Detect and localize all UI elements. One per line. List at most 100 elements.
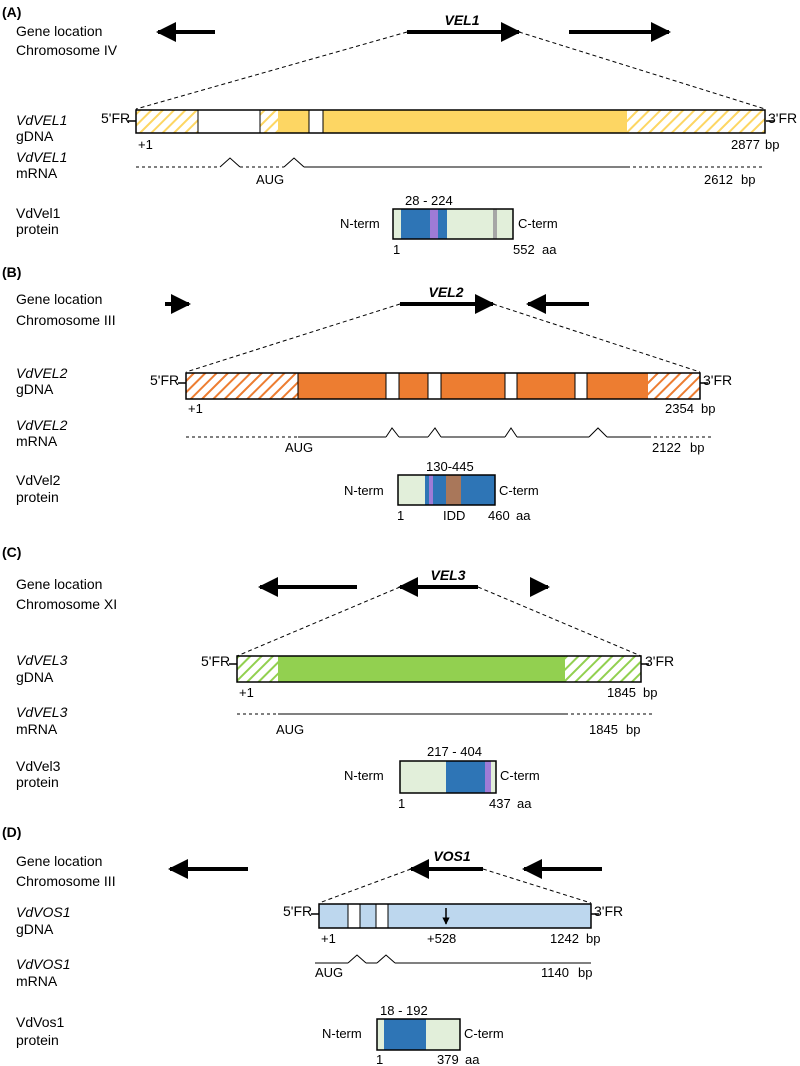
protein-length-label: 552 — [513, 242, 535, 257]
protein-label: protein — [16, 774, 59, 790]
protein-name: VdVos1 — [16, 1014, 64, 1030]
panel-label: (A) — [2, 4, 21, 20]
mrna-length-label: 1845 — [589, 722, 618, 737]
intron-3 — [505, 373, 517, 399]
gene-name: VOS1 — [433, 848, 471, 864]
gdna-bar — [135, 109, 766, 134]
five-prime-flank-label: 5'FR — [283, 903, 312, 919]
protein-diagram — [397, 474, 496, 506]
protein-name: VdVel2 — [16, 472, 61, 488]
chromosome-label: Chromosome XI — [16, 596, 117, 612]
mrna-length-label: 2122 — [652, 440, 681, 455]
idd-region — [446, 475, 461, 505]
protein-label: protein — [16, 221, 59, 237]
gdna-label: gDNA — [16, 669, 54, 685]
zoom-line-right — [482, 868, 592, 904]
c-terminus-label: C-term — [518, 216, 558, 231]
pest-motif — [429, 475, 433, 505]
gdna-gene-name: VdVEL3 — [16, 652, 68, 668]
panel-c: (C) Gene location Chromosome XI VEL3 VdV… — [2, 544, 674, 811]
utr-5-exon-2 — [260, 110, 278, 133]
gene-location-label: Gene location — [16, 853, 102, 869]
intron-1 — [198, 110, 260, 133]
gdna-bar — [236, 655, 642, 683]
five-prime-flank-label: 5'FR — [101, 110, 130, 126]
gdna-length-label: 1242 — [550, 931, 579, 946]
gdna-length-label: 2354 — [665, 401, 694, 416]
protein-label: protein — [16, 1032, 59, 1048]
pest-motif — [430, 209, 438, 239]
zoom-line-right — [477, 586, 642, 657]
mrna-unit-label: bp — [741, 172, 755, 187]
gdna-gene-name: VdVEL1 — [16, 112, 67, 128]
start-codon-label: AUG — [285, 440, 313, 455]
gdna-gene-name: VdVEL2 — [16, 365, 68, 381]
gdna-start-label: +1 — [239, 685, 254, 700]
mrna-gene-name: VdVEL2 — [16, 417, 68, 433]
n-terminus-label: N-term — [344, 768, 384, 783]
three-prime-flank-label: 3'FR — [703, 372, 732, 388]
coding-exon-2 — [399, 373, 428, 399]
gdna-unit-label: bp — [765, 137, 779, 152]
n-terminus-label: N-term — [344, 483, 384, 498]
protein-start-label: 1 — [376, 1052, 383, 1066]
protein-name: VdVel1 — [16, 205, 61, 221]
gdna-label: gDNA — [16, 921, 54, 937]
coding-exon-2 — [323, 110, 627, 133]
gdna-gene-name: VdVOS1 — [16, 904, 70, 920]
c-terminus-label: C-term — [499, 483, 539, 498]
protein-start-label: 1 — [393, 242, 400, 257]
velvet-domain — [384, 1019, 426, 1050]
panel-label: (B) — [2, 264, 21, 280]
utr-3-region — [565, 656, 641, 682]
panel-a: (A) Gene location Chromosome IV VEL1 VdV… — [2, 4, 797, 257]
coding-exon-3 — [441, 373, 505, 399]
velvet-domain-range: 130-445 — [426, 459, 474, 474]
gdna-marker-label: +528 — [427, 931, 456, 946]
gdna-start-label: +1 — [188, 401, 203, 416]
gene-name: VEL1 — [444, 12, 479, 28]
intron-1 — [348, 904, 360, 928]
gene-name: VEL2 — [428, 284, 463, 300]
utr-5-region — [186, 373, 298, 399]
mrna-gene-name: VdVEL3 — [16, 704, 68, 720]
gdna-unit-label: bp — [701, 401, 715, 416]
gdna-start-label: +1 — [321, 931, 336, 946]
zoom-line-left — [236, 586, 401, 657]
protein-unit-label: aa — [465, 1052, 480, 1066]
zoom-line-left — [135, 31, 408, 110]
chromosome-label: Chromosome III — [16, 873, 116, 889]
zoom-line-right — [518, 31, 766, 110]
mrna-label: mRNA — [16, 433, 58, 449]
gene-location-label: Gene location — [16, 291, 102, 307]
mrna-gene-name: VdVOS1 — [16, 956, 70, 972]
nls-motif — [493, 209, 497, 239]
start-codon-label: AUG — [256, 172, 284, 187]
mrna-label: mRNA — [16, 165, 58, 181]
mrna-unit-label: bp — [578, 965, 592, 980]
intron-2 — [376, 904, 388, 928]
three-prime-flank-label: 3'FR — [594, 903, 623, 919]
gdna-label: gDNA — [16, 128, 54, 144]
zoom-line-left — [185, 303, 401, 373]
idd-label: IDD — [443, 508, 465, 523]
protein-unit-label: aa — [542, 242, 557, 257]
zoom-line-right — [492, 303, 701, 373]
chromosome-label: Chromosome III — [16, 312, 116, 328]
coding-exon-1 — [278, 656, 565, 682]
intron-1 — [386, 373, 399, 399]
mrna-length-label: 2612 — [704, 172, 733, 187]
n-terminus-label: N-term — [340, 216, 380, 231]
utr-3-region — [627, 110, 765, 133]
intron-2 — [309, 110, 323, 133]
mrna-label: mRNA — [16, 973, 58, 989]
mrna-line — [136, 157, 765, 168]
c-terminus-label: C-term — [500, 768, 540, 783]
mrna-unit-label: bp — [690, 440, 704, 455]
gene-name: VEL3 — [430, 567, 465, 583]
protein-diagram — [376, 1018, 461, 1051]
gdna-bar — [185, 372, 701, 400]
protein-name: VdVel3 — [16, 758, 61, 774]
gdna-bar — [318, 903, 592, 929]
